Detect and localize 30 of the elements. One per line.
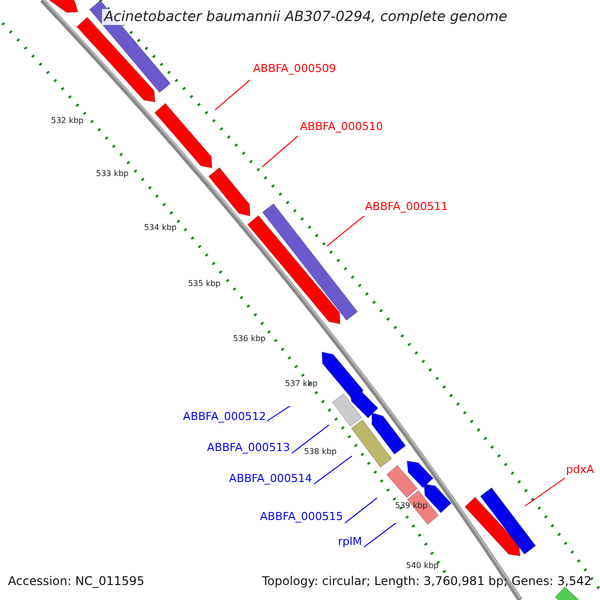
gene-label: ABBFA_000510: [300, 121, 383, 132]
scale-label: 537 kbp: [285, 380, 318, 388]
gene-label: ABBFA_000513: [207, 442, 290, 453]
scale-label: 534 kbp: [144, 224, 177, 232]
gene-label: ABBFA_000515: [260, 511, 343, 522]
gene-label: rplM: [338, 536, 362, 547]
gene-label: ABBFA_000509: [253, 63, 336, 74]
scale-label: 538 kbp: [304, 448, 337, 456]
gene-label: ABBFA_000514: [229, 473, 312, 484]
leader-line: [314, 456, 352, 484]
scale-label: 533 kbp: [96, 170, 129, 178]
title: Acinetobacter baumannii AB307-0294, complete genome: [102, 9, 510, 25]
leader-line: [344, 498, 378, 524]
leader-line: [292, 424, 330, 454]
gene-label: ABBFA_000511: [365, 201, 448, 212]
scale-label: 532 kbp: [51, 117, 84, 125]
footer-text: Topology: circular; Length: 3,760,981 bp; Genes: 3,542: [262, 575, 592, 587]
leader-line: [214, 80, 250, 110]
footer-text: Accession: NC_011595: [8, 575, 144, 587]
scale-label: 535 kbp: [188, 280, 221, 288]
leader-line: [262, 136, 298, 168]
scale-label: 536 kbp: [233, 335, 266, 343]
leader-line: [524, 478, 566, 506]
leader-line: [326, 216, 364, 246]
leader-line: [364, 522, 396, 548]
leader-line: [266, 406, 290, 422]
gene-label: pdxA: [566, 464, 594, 475]
scale-label: 540 kbp: [406, 562, 439, 570]
scale-label: 539 kbp: [395, 502, 428, 510]
gene-label: ABBFA_000512: [183, 411, 266, 422]
